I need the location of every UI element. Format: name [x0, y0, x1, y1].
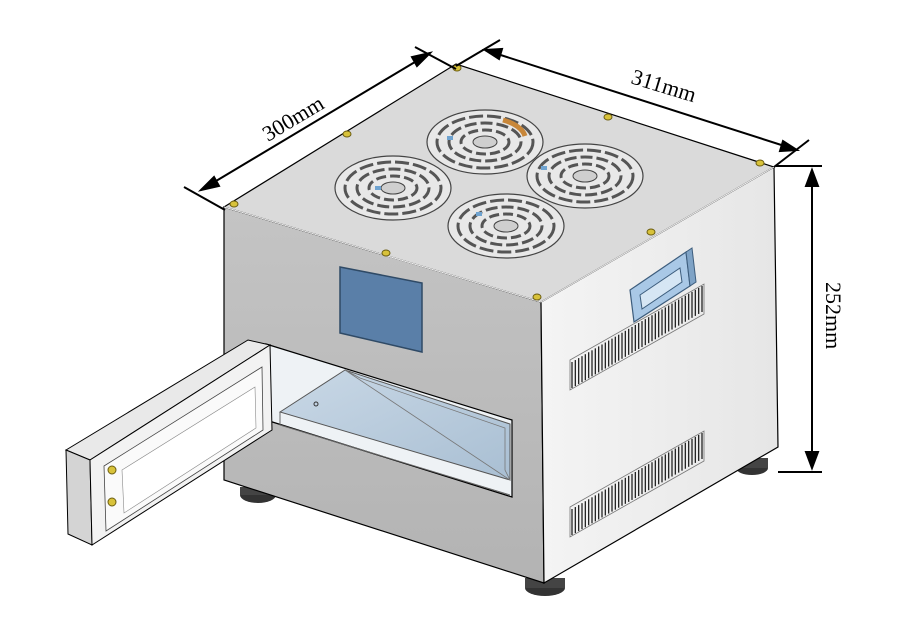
front-door: [64, 339, 273, 546]
vent-frame: [569, 430, 705, 538]
upper-vent: [569, 283, 705, 391]
dimension-depth: [183, 46, 457, 211]
fan-2: [334, 155, 452, 221]
side-handle: [629, 247, 697, 324]
fan-3: [526, 143, 644, 209]
depth-label: 300mm: [258, 90, 329, 146]
top-screws: [229, 64, 765, 301]
display-window: [339, 266, 423, 353]
fan-4: [447, 193, 565, 259]
height-label: 252mm: [821, 282, 846, 349]
vent-frame: [569, 283, 705, 391]
width-label: 311mm: [629, 64, 700, 107]
chamber-opening: [265, 343, 513, 498]
fan-1: [426, 109, 544, 175]
dimension-height: [776, 165, 822, 473]
dimension-width: [455, 39, 810, 168]
lower-vent: [569, 430, 705, 538]
